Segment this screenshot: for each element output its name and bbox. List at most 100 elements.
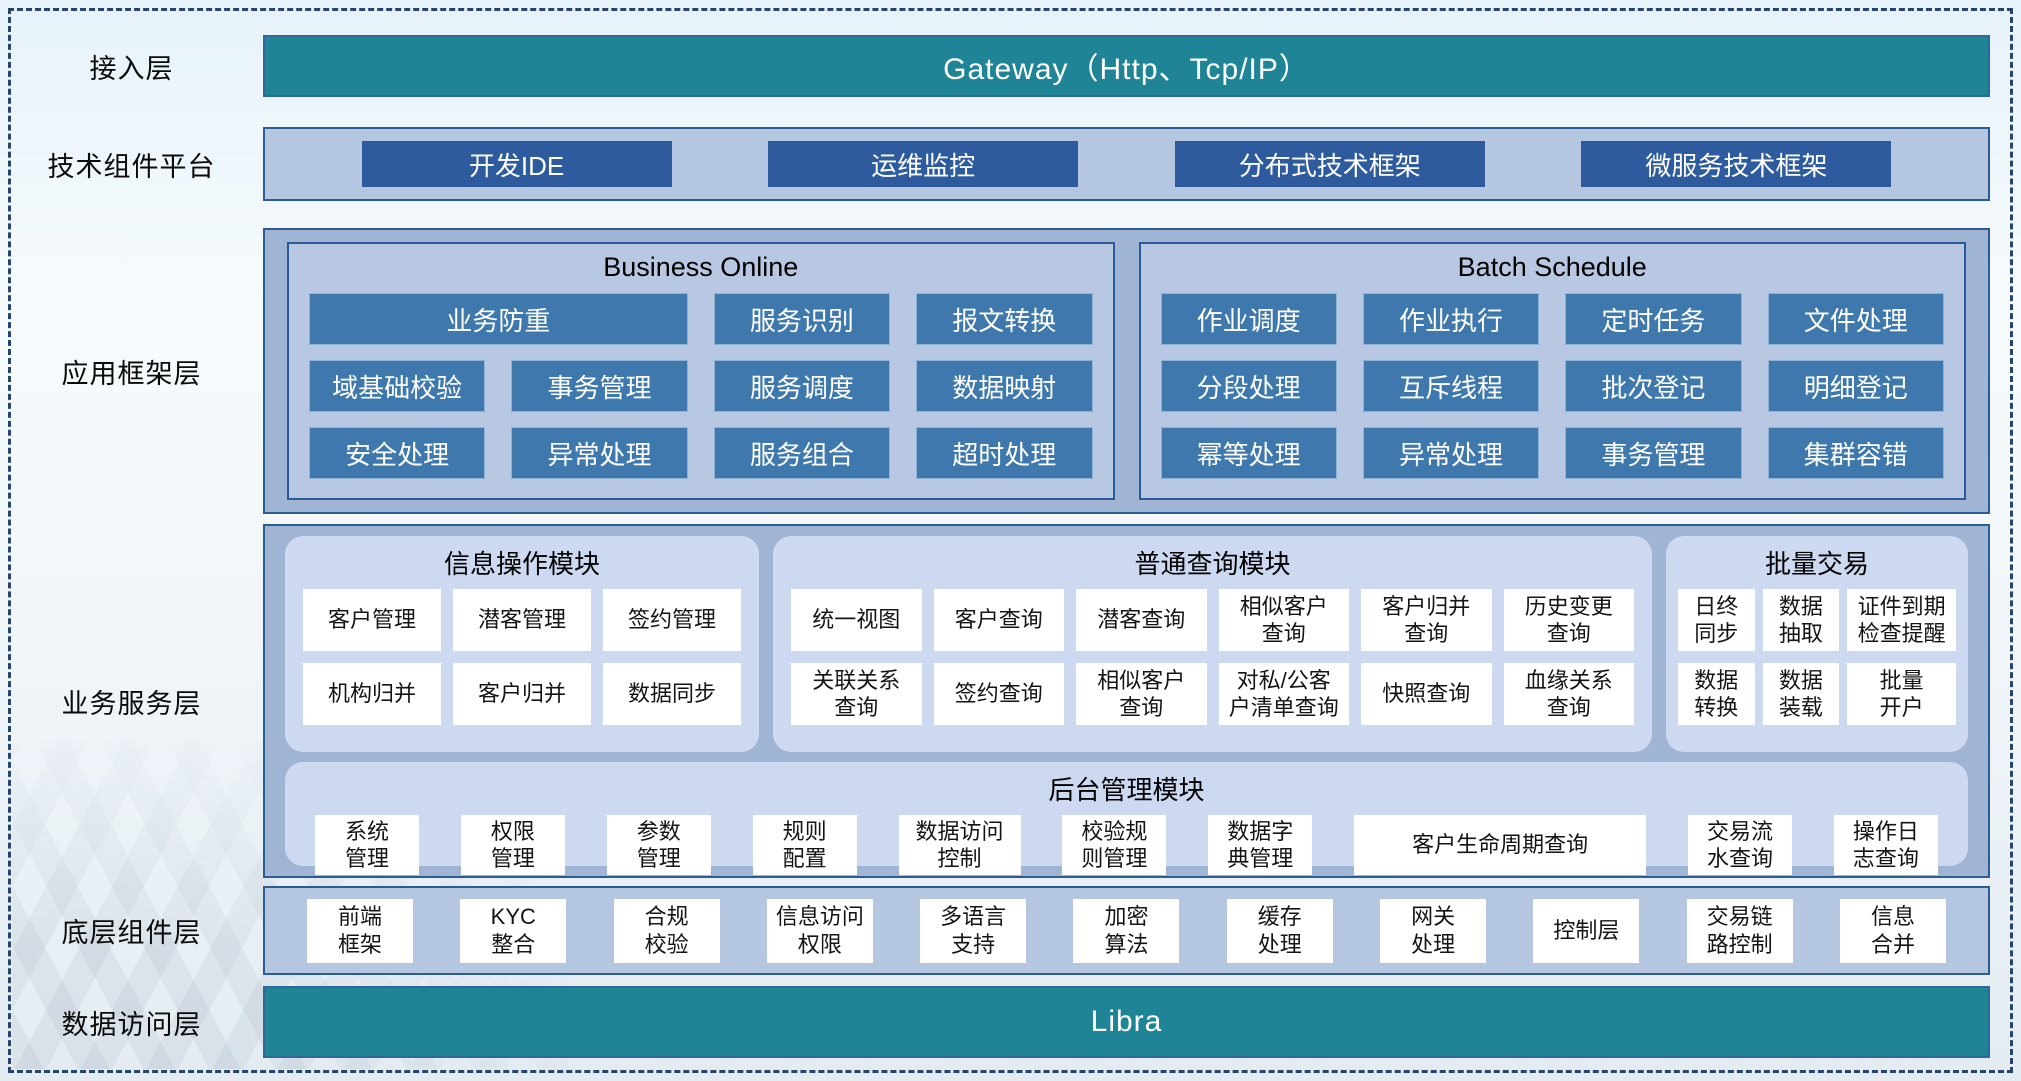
diagram-node: 集群容错 [1767, 427, 1944, 479]
diagram-node: 签约查询 [933, 663, 1064, 725]
diagram-node: 互斥线程 [1362, 360, 1540, 412]
diagram-node: 相似客户 查询 [1076, 663, 1207, 725]
tech-platform-container: 开发IDE 运维监控 分布式技术框架 微服务技术框架 [263, 127, 1990, 201]
diagram-node: 分段处理 [1160, 360, 1337, 412]
diagram-node: 证件到期 检查提醒 [1847, 589, 1957, 651]
batch-schedule-title: Batch Schedule [1457, 252, 1647, 282]
app-framework-band: 应用框架层 Business Online 业务防重 服务识别 报文转换 域基础… [0, 228, 2021, 514]
diagram-node: 规则 配置 [752, 815, 857, 875]
diagram-node: 批量 开户 [1847, 663, 1957, 725]
diagram-node: 业务防重 [309, 293, 688, 345]
diagram-node: 统一视图 [791, 589, 922, 651]
diagram-node: 数据访问 控制 [898, 815, 1021, 875]
diagram-node: 作业调度 [1160, 293, 1337, 345]
diagram-node: 关联关系 查询 [791, 663, 922, 725]
layer-label-base-components: 底层组件层 [61, 918, 202, 948]
gateway-bar: Gateway（Http、Tcp/IP） [263, 35, 1990, 97]
business-service-container: 信息操作模块 客户管理 潜客管理 签约管理 机构归并 客户归并 数据同步 [263, 524, 1990, 878]
base-components-band: 底层组件层 前端 框架 KYC 整合 合规 校验 信息访问 权限 多语言 支持 … [0, 886, 2021, 975]
diagram-node: 控制层 [1533, 898, 1640, 963]
diagram-node: 客户查询 [933, 589, 1064, 651]
diagram-node-ops-monitor: 运维监控 [768, 141, 1079, 187]
diagram-node: 缓存 处理 [1226, 898, 1333, 963]
business-online-title: Business Online [603, 252, 799, 282]
libra-bar-label: Libra [1090, 1005, 1163, 1038]
layer-label-app-framework: 应用框架层 [61, 358, 202, 389]
diagram-node-distributed-framework: 分布式技术框架 [1174, 141, 1485, 187]
diagram-node: 数据映射 [916, 360, 1093, 412]
business-service-band: 业务服务层 信息操作模块 客户管理 潜客管理 签约管理 机构归并 客户归并 [0, 524, 2021, 878]
diagram-node: 数据字 典管理 [1208, 815, 1313, 875]
diagram-node: 数据同步 [603, 663, 741, 725]
diagram-node: 校验规 则管理 [1062, 815, 1167, 875]
diagram-node: 操作日 志查询 [1833, 815, 1938, 875]
backend-admin-module: 后台管理模块 系统 管理 权限 管理 参数 管理 规则 配置 数据访问 控制 校… [285, 762, 1968, 875]
diagram-node: 报文转换 [916, 293, 1093, 345]
batch-schedule-panel: Batch Schedule 作业调度 作业执行 定时任务 文件处理 分段处理 … [1138, 242, 1966, 500]
diagram-node: 多语言 支持 [920, 898, 1027, 963]
business-service-modules-row: 信息操作模块 客户管理 潜客管理 签约管理 机构归并 客户归并 数据同步 [285, 536, 1968, 752]
diagram-node: 服务调度 [713, 360, 891, 412]
access-layer-band: 接入层 Gateway（Http、Tcp/IP） [0, 35, 2021, 97]
diagram-node: 前端 框架 [307, 898, 413, 963]
diagram-node: 数据 抽取 [1762, 589, 1840, 651]
diagram-node: 明细登记 [1767, 360, 1944, 412]
general-query-module: 普通查询模块 统一视图 客户查询 潜客查询 相似客户 查询 客户归并 查询 历史… [773, 536, 1652, 752]
diagram-node: KYC 整合 [460, 898, 567, 963]
app-framework-container: Business Online 业务防重 服务识别 报文转换 域基础校验 事务管… [263, 228, 1990, 514]
diagram-node: 事务管理 [1565, 427, 1742, 479]
diagram-node: 服务识别 [713, 293, 891, 345]
diagram-node: 域基础校验 [309, 360, 486, 412]
backend-admin-title: 后台管理模块 [1048, 775, 1205, 805]
diagram-node: 文件处理 [1767, 293, 1944, 345]
diagram-node: 参数 管理 [606, 815, 711, 875]
diagram-node: 日终 同步 [1678, 589, 1755, 651]
diagram-node: 客户管理 [303, 589, 441, 651]
layer-label-business-service: 业务服务层 [61, 688, 202, 719]
diagram-node: 相似客户 查询 [1218, 589, 1349, 651]
diagram-node: 定时任务 [1565, 293, 1742, 345]
diagram-node: 交易链 路控制 [1686, 898, 1793, 963]
layer-label-data-access: 数据访问层 [61, 1009, 202, 1040]
diagram-node: 作业执行 [1362, 293, 1540, 345]
diagram-node: 信息 合并 [1839, 898, 1946, 963]
diagram-node: 数据 转换 [1678, 663, 1755, 725]
diagram-node: 服务组合 [713, 427, 891, 479]
diagram-node: 网关 处理 [1380, 898, 1487, 963]
diagram-node: 历史变更 查询 [1503, 589, 1634, 651]
business-online-panel: Business Online 业务防重 服务识别 报文转换 域基础校验 事务管… [287, 242, 1115, 500]
diagram-node: 快照查询 [1361, 663, 1492, 725]
diagram-node: 加密 算法 [1073, 898, 1180, 963]
diagram-node: 签约管理 [603, 589, 741, 651]
batch-transaction-module: 批量交易 日终 同步 数据 抽取 证件到期 检查提醒 数据 转换 数据 装载 批… [1666, 536, 1968, 752]
diagram-node: 潜客查询 [1076, 589, 1207, 651]
diagram-node: 交易流 水查询 [1688, 815, 1792, 875]
diagram-node: 幂等处理 [1160, 427, 1337, 479]
diagram-node: 事务管理 [511, 360, 688, 412]
diagram-node: 权限 管理 [460, 815, 565, 875]
diagram-node: 客户归并 [453, 663, 591, 725]
diagram-node: 机构归并 [303, 663, 441, 725]
batch-transaction-title: 批量交易 [1764, 549, 1869, 579]
diagram-node: 异常处理 [511, 427, 688, 479]
diagram-node-dev-ide: 开发IDE [361, 141, 672, 187]
diagram-node: 异常处理 [1362, 427, 1540, 479]
libra-bar: Libra [263, 986, 1990, 1058]
general-query-title: 普通查询模块 [1134, 549, 1291, 579]
diagram-node: 超时处理 [916, 427, 1093, 479]
diagram-node-microservice-framework: 微服务技术框架 [1581, 141, 1892, 187]
diagram-node: 对私/公客 户清单查询 [1218, 663, 1349, 725]
diagram-node: 潜客管理 [453, 589, 591, 651]
batch-schedule-grid: 作业调度 作业执行 定时任务 文件处理 分段处理 互斥线程 批次登记 明细登记 … [1141, 293, 1965, 495]
diagram-node: 数据 装载 [1762, 663, 1840, 725]
business-online-grid: 业务防重 服务识别 报文转换 域基础校验 事务管理 服务调度 数据映射 安全处理… [289, 293, 1113, 495]
layer-label-tech-platform: 技术组件平台 [47, 151, 216, 182]
diagram-node: 血缘关系 查询 [1503, 663, 1634, 725]
data-access-band: 数据访问层 Libra [0, 986, 2021, 1058]
info-operation-title: 信息操作模块 [443, 549, 600, 579]
tech-platform-band: 技术组件平台 开发IDE 运维监控 分布式技术框架 微服务技术框架 [0, 127, 2021, 201]
layer-label-access: 接入层 [89, 53, 174, 84]
gateway-bar-label: Gateway（Http、Tcp/IP） [943, 53, 1310, 86]
info-operation-module: 信息操作模块 客户管理 潜客管理 签约管理 机构归并 客户归并 数据同步 [285, 536, 759, 752]
